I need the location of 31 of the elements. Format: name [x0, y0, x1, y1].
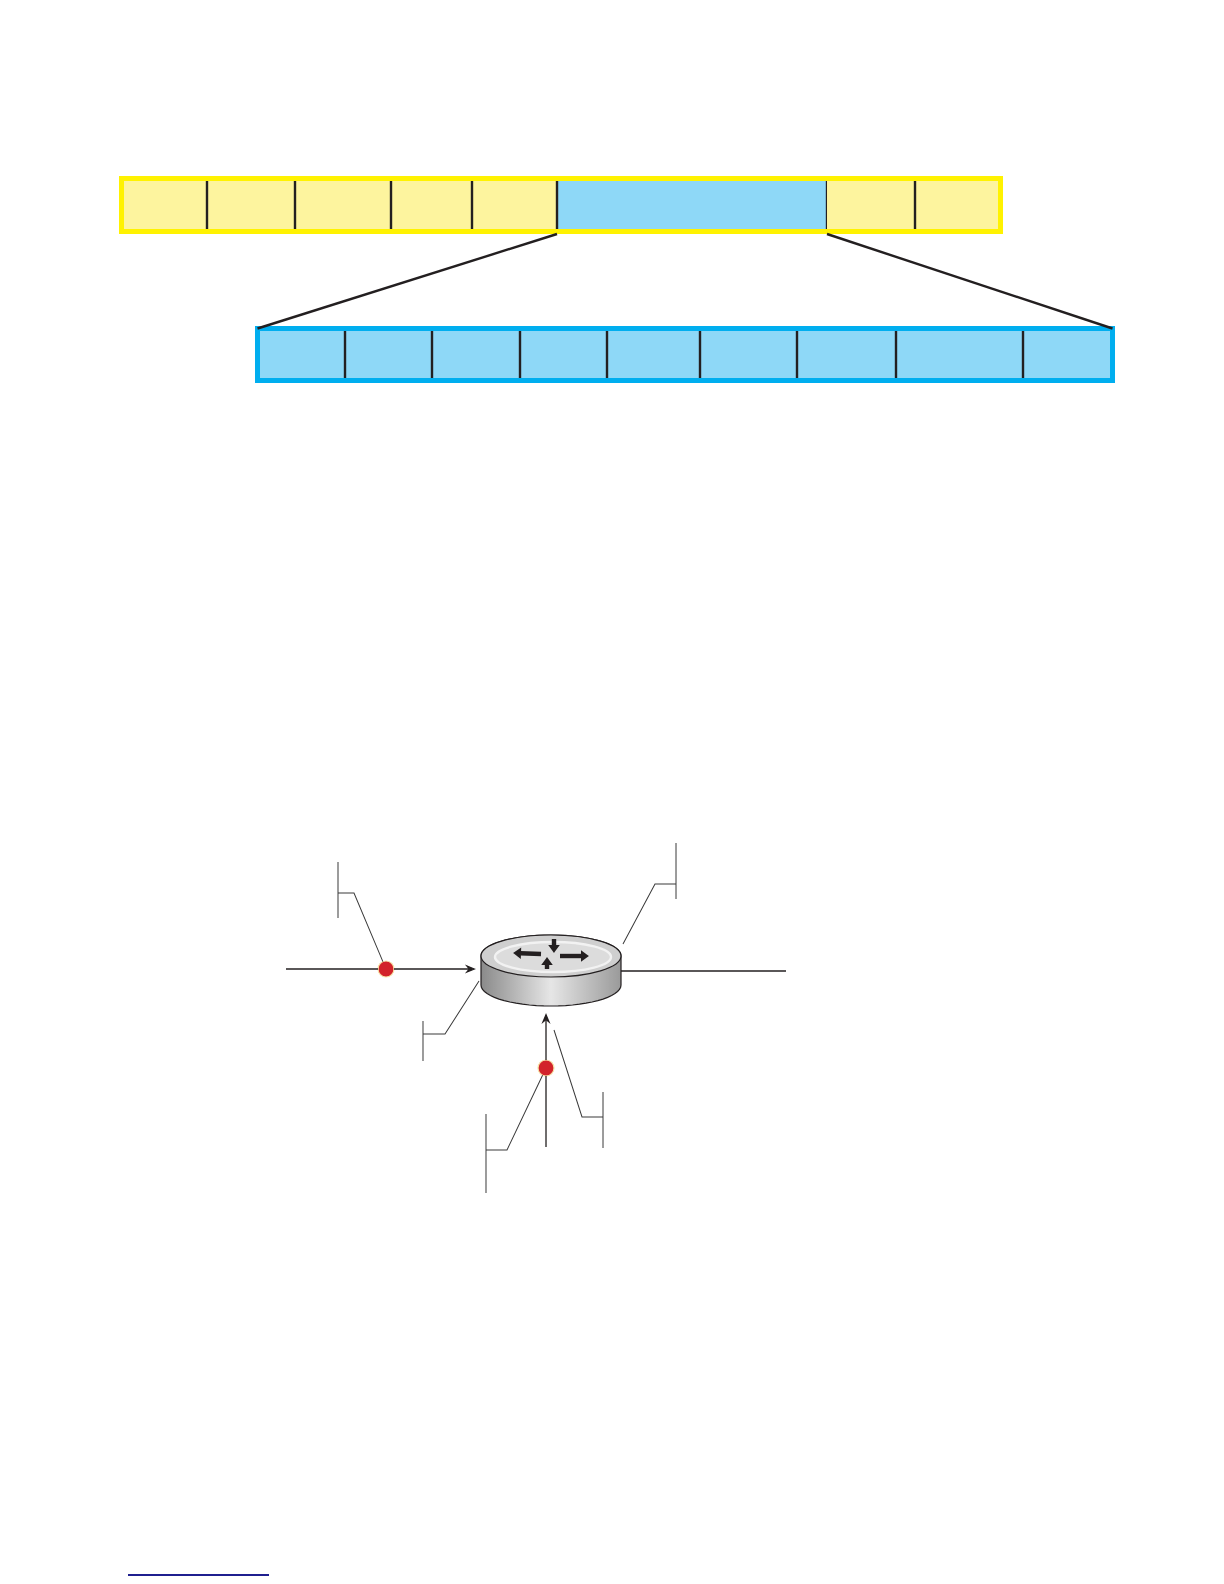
- marker-dot: [377, 960, 395, 978]
- field-cell: [345, 331, 432, 378]
- field-cell: [827, 181, 915, 229]
- field-cell: [260, 331, 345, 378]
- field-cell: [472, 181, 557, 229]
- zoom-line: [826, 232, 1113, 330]
- header-bar: [119, 176, 1003, 234]
- router-icon: [480, 934, 622, 1007]
- zoom-line: [257, 232, 558, 330]
- leader-line: [422, 980, 480, 1062]
- connector-line: [620, 970, 787, 972]
- field-cell: [1023, 331, 1110, 378]
- field-cell: [700, 331, 797, 378]
- field-cell: [391, 181, 472, 229]
- connector-line: [545, 1075, 547, 1148]
- field-cell: [124, 181, 207, 229]
- leader-line: [622, 842, 677, 945]
- field-cell: [207, 181, 295, 229]
- leader-line: [337, 861, 384, 963]
- field-cell: [520, 331, 607, 378]
- marker-dot: [537, 1059, 555, 1077]
- connector-line: [285, 968, 379, 970]
- expanded-header-bar: [255, 326, 1115, 383]
- field-cell: [607, 331, 700, 378]
- field-cell: [432, 331, 520, 378]
- field-cell: [555, 181, 829, 229]
- field-cell: [915, 181, 998, 229]
- field-cell: [896, 331, 1023, 378]
- field-cell: [797, 331, 896, 378]
- leader-line: [485, 1074, 544, 1194]
- field-cell: [295, 181, 391, 229]
